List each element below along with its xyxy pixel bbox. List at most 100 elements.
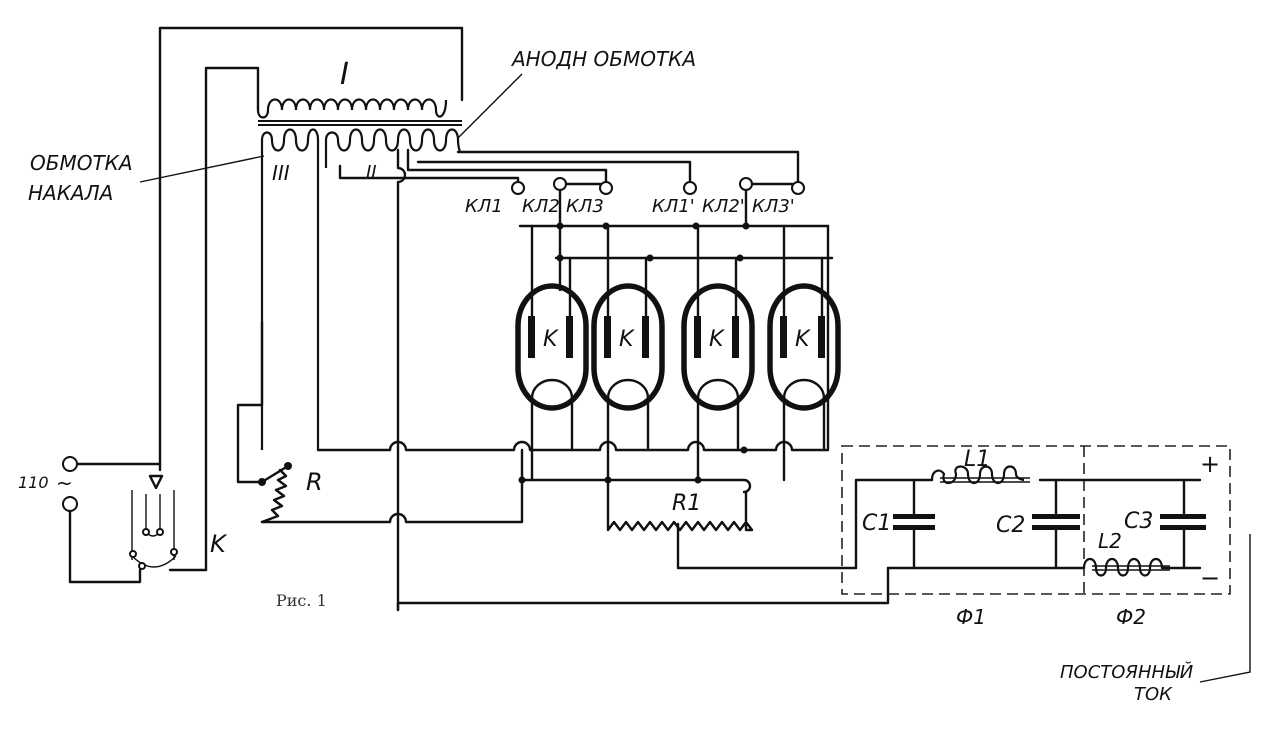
dc-output-label-line2: ТОК — [1134, 684, 1173, 705]
terminal-label: КЛ3' — [752, 196, 795, 217]
mains-input: 110 ~ — [18, 456, 162, 584]
tube-lead-wires — [530, 224, 574, 482]
junction-dot — [694, 476, 702, 484]
filament-winding-label-line2: НАКАЛА — [28, 181, 113, 205]
tap-wire — [456, 150, 800, 184]
dc-output-label-line1: ПОСТОЯННЫЙ — [1060, 661, 1193, 683]
primary-lead-wire — [158, 26, 464, 472]
junction-dot — [736, 254, 744, 262]
switch-contact — [170, 548, 178, 556]
switch-contact-icon — [148, 474, 164, 490]
tube-cathode-filament — [530, 378, 574, 400]
tube-electrode — [604, 316, 611, 358]
mains-voltage-label: 110 — [18, 473, 49, 492]
terminal-kl1-prime[interactable] — [683, 181, 697, 195]
rheostat-return-wire — [260, 448, 524, 524]
switch-contact — [129, 550, 137, 558]
terminal-block: КЛ1 КЛ2 КЛ3 КЛ1' КЛ2' КЛ3' — [465, 177, 805, 217]
terminal-kl3-prime[interactable] — [791, 181, 805, 195]
tube-envelope — [515, 283, 589, 411]
mains-wire — [68, 509, 142, 584]
r1-tap-wire — [676, 522, 858, 570]
rectifier-tube: K — [591, 224, 665, 482]
primary-winding-label: I — [340, 57, 349, 92]
terminal-label: КЛ2 — [522, 196, 560, 217]
anode-taps — [338, 148, 800, 612]
tube-cathode-filament — [696, 378, 740, 400]
anode-winding-leader — [457, 73, 523, 139]
terminal-kl2[interactable] — [553, 177, 567, 191]
ac-symbol: ~ — [56, 471, 73, 495]
terminal-label: КЛ3 — [566, 196, 604, 217]
tube-electrode — [780, 316, 787, 358]
negative-return-wire — [396, 566, 890, 612]
rectifier-tube: K — [515, 224, 589, 482]
junction-dot — [258, 478, 266, 486]
terminal-kl3[interactable] — [599, 181, 613, 195]
dc-output-leader — [1199, 534, 1251, 683]
junction-dot — [740, 446, 748, 454]
rectifier-tube: K — [681, 224, 755, 482]
rheostat-r: R — [236, 320, 323, 524]
transformer: I III II — [158, 26, 464, 572]
figure-caption: Рис. 1 — [276, 591, 327, 610]
tube-label: K — [543, 327, 559, 352]
switch-k[interactable]: K — [129, 474, 228, 572]
switch-contact — [156, 528, 164, 536]
inductor-l2 — [1082, 557, 1164, 577]
tube-electrode — [818, 316, 825, 358]
filter-1-label: Ф1 — [956, 605, 986, 629]
center-tap-wire — [396, 148, 407, 612]
tube-label: K — [795, 327, 811, 352]
capacitor-c3-label: C3 — [1124, 509, 1153, 534]
tube-electrode — [732, 316, 739, 358]
tube-lead-wires — [696, 224, 740, 482]
junction-dot — [284, 462, 292, 470]
switch-blade — [131, 555, 177, 568]
mains-terminal-2[interactable] — [62, 496, 78, 512]
terminal-kl2-prime[interactable] — [739, 177, 753, 191]
capacitor-c3: C3 — [1124, 478, 1206, 570]
rheostat-wire — [236, 320, 264, 484]
junction-dot — [556, 222, 564, 230]
tube-lead-wires — [606, 224, 650, 482]
filament-winding-leader — [139, 155, 265, 183]
cathode-buses — [260, 224, 830, 524]
terminal-kl1[interactable] — [511, 181, 525, 195]
tube-electrode — [694, 316, 701, 358]
junction-dot — [646, 254, 654, 262]
tube-label: K — [709, 327, 725, 352]
anode-winding-label: АНОДН ОБМОТКА — [510, 47, 696, 71]
capacitor-c2-label: C2 — [996, 513, 1025, 538]
switch-label: K — [210, 530, 228, 558]
filament-winding-coil — [260, 128, 320, 450]
rheostat-zigzag — [260, 468, 288, 524]
tube-envelope — [591, 283, 665, 411]
filter: L1 + L2 − C1 C2 C3 — [841, 445, 1231, 629]
tube-electrode — [642, 316, 649, 358]
filter-enclosure-dashed — [841, 445, 1231, 595]
tube-cathode-filament — [606, 378, 650, 400]
capacitor-c2: C2 — [996, 478, 1080, 570]
tube-envelope — [767, 283, 841, 411]
tube-cathode-filament — [782, 378, 826, 400]
rheostat-wiper — [260, 464, 290, 484]
primary-winding-coil — [256, 98, 448, 119]
rectifier-tube: K — [767, 224, 841, 482]
junction-dot — [518, 476, 526, 484]
cathode-bus — [520, 478, 752, 494]
anode-winding-roman: II — [366, 162, 377, 183]
tube-lead-wires — [782, 224, 826, 482]
primary-lead-wire-2 — [204, 66, 260, 572]
r1-zigzag — [606, 478, 754, 532]
mains-terminal-1[interactable] — [62, 456, 78, 472]
r1-label: R1 — [672, 491, 701, 516]
tube-electrode — [566, 316, 573, 358]
tap-wire — [406, 148, 608, 184]
inductor-l1-label: L1 — [964, 447, 990, 472]
anode-winding-coil — [324, 128, 462, 168]
rheostat-label: R — [306, 468, 323, 496]
tube-label: K — [619, 327, 635, 352]
